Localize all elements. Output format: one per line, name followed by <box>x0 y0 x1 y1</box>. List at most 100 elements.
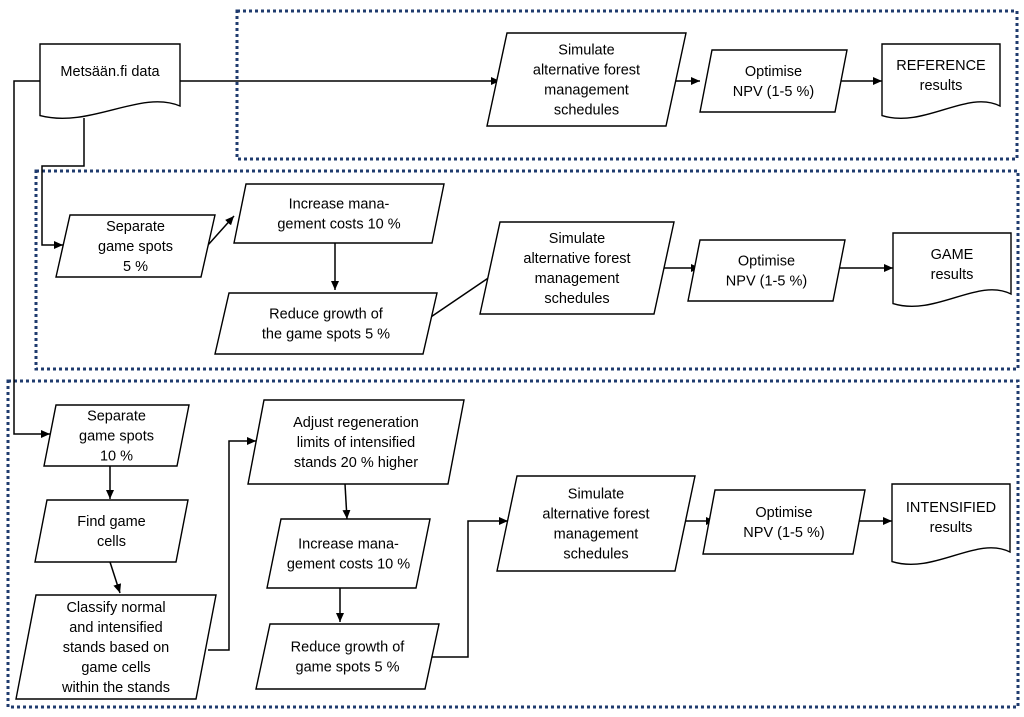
reference-results-node-shape <box>881 43 1001 120</box>
game-optimise-node-label-1: NPV (1-5 %) <box>726 274 807 290</box>
intensified-results-node: INTENSIFIED results <box>891 483 1011 566</box>
intensified-reduce-growth-node-label-0: Reduce growth of <box>291 640 406 656</box>
intensified-increase-costs-node-label-1: gement costs 10 % <box>287 557 410 573</box>
source-data-node: Metsään.fi data <box>39 43 181 120</box>
edge-source-int-sep <box>13 80 50 438</box>
intensified-results-node-label-1: results <box>930 520 973 536</box>
game-increase-costs-node-label-0: Increase mana- <box>289 197 390 213</box>
edge-int-adj-inc <box>342 483 351 520</box>
intensified-simulate-node-label-1: alternative forest <box>542 507 649 523</box>
game-panel <box>34 169 1020 371</box>
intensified-adjust-limits-node-label-0: Adjust regeneration <box>293 415 419 431</box>
intensified-find-cells-node: Find game cells <box>34 499 189 563</box>
game-increase-costs-node-label-1: gement costs 10 % <box>277 217 400 233</box>
reference-results-node-label-1: results <box>920 78 963 94</box>
game-separate-node-label-0: Separate <box>106 219 165 235</box>
game-separate-node-shape <box>55 214 216 278</box>
reference-results-node: REFERENCE results <box>881 43 1001 120</box>
game-increase-costs-node-shape <box>233 183 445 244</box>
game-optimise-node-shape <box>687 239 846 302</box>
intensified-optimise-node-shape <box>702 489 866 555</box>
reference-simulate-node-shape <box>486 32 687 127</box>
intensified-panel <box>6 379 1020 709</box>
intensified-separate-node-label-1: game spots <box>79 429 154 445</box>
intensified-optimise-node-label-0: Optimise <box>755 505 812 521</box>
reference-optimise-node-label-0: Optimise <box>745 64 802 80</box>
game-simulate-node-label-3: schedules <box>544 291 609 307</box>
reference-simulate-node-label-0: Simulate <box>558 43 614 59</box>
game-results-node-label-0: GAME <box>931 247 974 263</box>
game-simulate-node-label-0: Simulate <box>549 231 605 247</box>
intensified-adjust-limits-node-shape <box>247 399 465 485</box>
intensified-adjust-limits-node-label-2: stands 20 % higher <box>294 455 418 471</box>
intensified-find-cells-node-label-1: cells <box>97 534 126 550</box>
reference-simulate-node-label-1: alternative forest <box>533 63 640 79</box>
source-data-node-shape <box>39 43 181 120</box>
intensified-increase-costs-node-shape <box>266 518 431 589</box>
intensified-reduce-growth-node: Reduce growth of game spots 5 % <box>255 623 440 690</box>
reference-optimise-node-shape <box>699 49 848 113</box>
game-results-node: GAME results <box>892 232 1012 308</box>
intensified-reduce-growth-node-shape <box>255 623 440 690</box>
intensified-increase-costs-node-label-0: Increase mana- <box>298 537 399 553</box>
intensified-classify-node-label-1: and intensified <box>69 620 163 636</box>
intensified-simulate-node-label-2: management <box>554 527 639 543</box>
intensified-results-node-shape <box>891 483 1011 566</box>
intensified-separate-node: Separate game spots 10 % <box>43 404 190 467</box>
game-simulate-node-label-1: alternative forest <box>523 251 630 267</box>
game-separate-node: Separate game spots 5 % <box>55 214 216 278</box>
intensified-reduce-growth-node-label-1: game spots 5 % <box>296 660 400 676</box>
game-results-node-shape <box>892 232 1012 308</box>
edge-game-sep-inc <box>207 215 235 246</box>
game-separate-node-label-1: game spots <box>98 239 173 255</box>
intensified-classify-node-label-3: game cells <box>81 660 150 676</box>
intensified-simulate-node: Simulate alternative forest management sche… <box>496 475 696 572</box>
reference-simulate-node-label-3: schedules <box>554 103 619 119</box>
intensified-adjust-limits-node: Adjust regeneration limits of intensified… <box>247 399 465 485</box>
intensified-results-node-label-0: INTENSIFIED <box>906 500 996 516</box>
game-simulate-node-label-2: management <box>535 271 620 287</box>
game-increase-costs-node: Increase mana-gement costs 10 % <box>233 183 445 244</box>
intensified-simulate-node-label-3: schedules <box>563 547 628 563</box>
edge-int-find-class <box>109 561 122 594</box>
intensified-increase-costs-node: Increase mana-gement costs 10 % <box>266 518 431 589</box>
game-reduce-growth-node: Reduce growth of the game spots 5 % <box>214 292 438 355</box>
game-reduce-growth-node-label-1: the game spots 5 % <box>262 327 390 343</box>
intensified-simulate-node-label-0: Simulate <box>568 487 624 503</box>
reference-results-node-label-0: REFERENCE <box>896 58 986 74</box>
intensified-simulate-node-shape <box>496 475 696 572</box>
reference-simulate-node-label-2: management <box>544 83 629 99</box>
reference-panel <box>235 9 1019 161</box>
reference-optimise-node-label-1: NPV (1-5 %) <box>733 84 814 100</box>
source-data-node-label-0: Metsään.fi data <box>60 64 160 80</box>
edge-source-game-sep <box>41 118 85 249</box>
intensified-find-cells-node-label-0: Find game <box>77 514 146 530</box>
intensified-classify-node: Classify normal and intensified stands bas… <box>15 594 217 700</box>
edge-int-class-adj <box>208 437 256 651</box>
game-optimise-node-label-0: Optimise <box>738 254 795 270</box>
game-simulate-node-shape <box>479 221 675 315</box>
edge-int-red-sim <box>430 517 508 658</box>
intensified-separate-node-label-2: 10 % <box>100 449 133 465</box>
reference-simulate-node: Simulate alternative forest management sche… <box>486 32 687 127</box>
game-reduce-growth-node-label-0: Reduce growth of <box>269 307 384 323</box>
game-simulate-node: Simulate alternative forest management sche… <box>479 221 675 315</box>
intensified-find-cells-node-shape <box>34 499 189 563</box>
intensified-optimise-node-label-1: NPV (1-5 %) <box>743 525 824 541</box>
intensified-separate-node-shape <box>43 404 190 467</box>
game-reduce-growth-node-shape <box>214 292 438 355</box>
intensified-classify-node-label-0: Classify normal <box>66 600 165 616</box>
game-results-node-label-1: results <box>931 267 974 283</box>
connectors <box>13 77 893 658</box>
intensified-adjust-limits-node-label-1: limits of intensified <box>297 435 415 451</box>
intensified-classify-node-label-2: stands based on <box>63 640 169 656</box>
game-separate-node-label-2: 5 % <box>123 259 148 275</box>
intensified-classify-node-label-4: within the stands <box>61 680 170 696</box>
intensified-separate-node-label-0: Separate <box>87 409 146 425</box>
intensified-classify-node-shape <box>15 594 217 700</box>
